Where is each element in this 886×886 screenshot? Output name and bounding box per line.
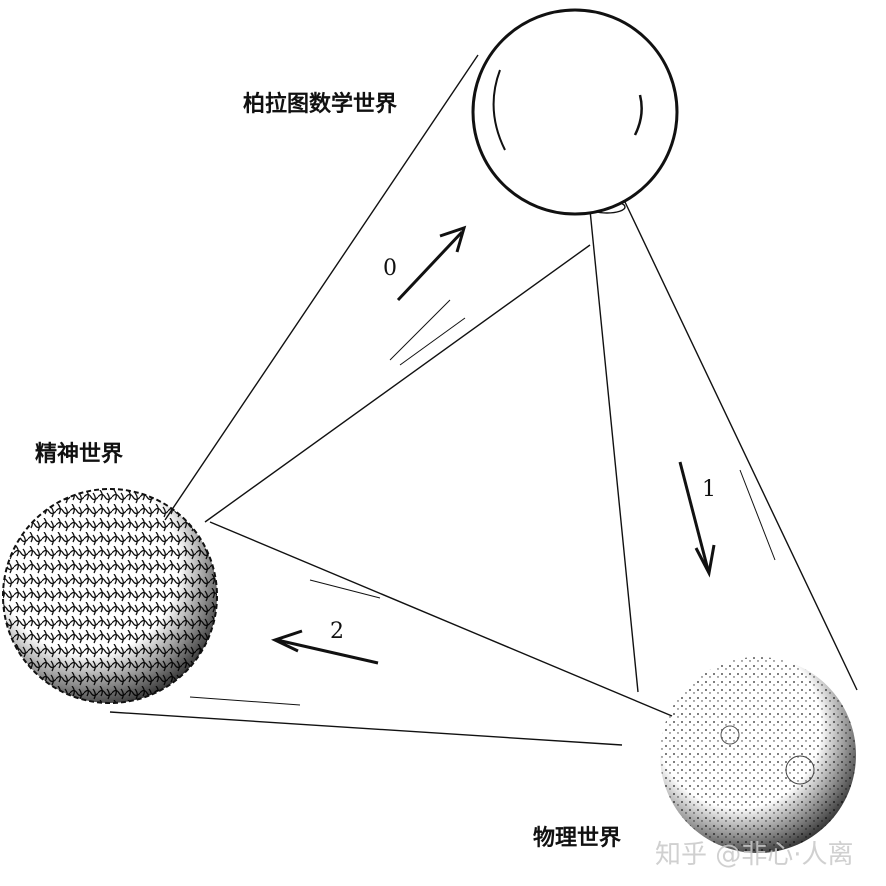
arrow-0-label: 0 bbox=[383, 256, 397, 281]
arrow-2-label: 2 bbox=[330, 619, 344, 644]
watermark: 知乎 @非心·人离 bbox=[655, 840, 854, 870]
physical-world-label: 物理世界 bbox=[533, 826, 622, 851]
physical-world-sphere bbox=[660, 657, 856, 853]
arrow-2-icon bbox=[271, 629, 379, 665]
mental-world-label: 精神世界 bbox=[35, 442, 124, 467]
arrow-0-icon bbox=[396, 225, 467, 302]
cone-physical-to-mental bbox=[109, 521, 673, 746]
cone-platonic-to-physical bbox=[588, 200, 858, 693]
cone-mental-to-platonic bbox=[164, 54, 591, 523]
arrow-1-label: 1 bbox=[702, 477, 716, 502]
arrow-1-icon bbox=[678, 461, 716, 578]
platonic-world-label: 柏拉图数学世界 bbox=[243, 92, 398, 117]
platonic-world-sphere bbox=[471, 8, 679, 216]
mental-world-sphere bbox=[2, 488, 218, 704]
